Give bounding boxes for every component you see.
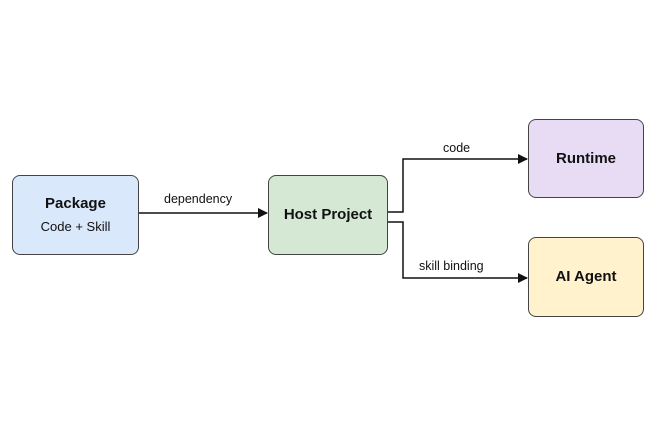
edge-skill-binding-label: skill binding: [419, 259, 484, 273]
node-host-project-title: Host Project: [283, 206, 373, 223]
node-ai-agent-title: AI Agent: [555, 268, 617, 285]
node-runtime: Runtime: [528, 119, 644, 198]
edge-code-label: code: [443, 141, 471, 155]
edge-skill-binding-line: [388, 221, 528, 283]
node-package: Package Code + Skill: [12, 175, 139, 255]
node-runtime-title: Runtime: [556, 149, 616, 167]
node-package-title: Package: [45, 195, 106, 212]
node-package-subtitle: Code + Skill: [40, 219, 111, 234]
edge-dependency-label: dependency: [164, 192, 233, 206]
node-host-project: Host Project: [268, 175, 388, 255]
node-ai-agent: AI Agent: [528, 237, 644, 317]
edge-code-line: [388, 154, 528, 213]
